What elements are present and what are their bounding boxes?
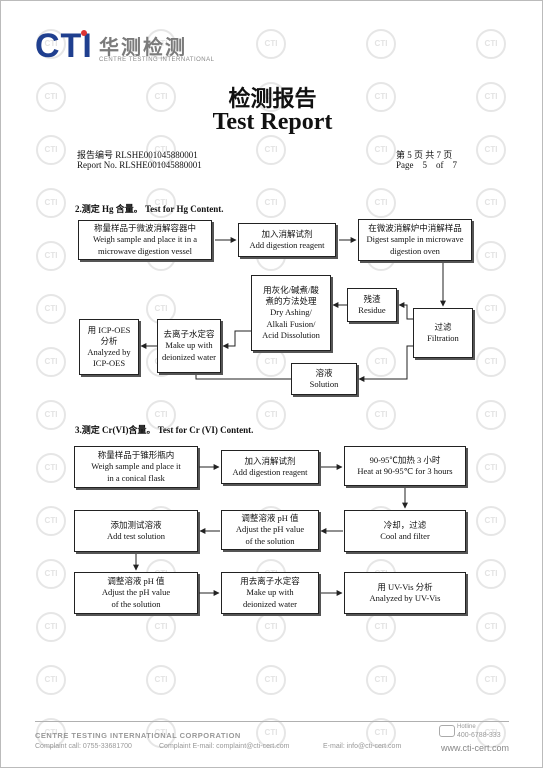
- watermark-logo: CTI: [36, 718, 66, 748]
- watermark-logo: CTI: [476, 188, 506, 218]
- watermark-logo: CTI: [146, 135, 176, 165]
- watermark-logo: CTI: [36, 347, 66, 377]
- watermark-logo: CTI: [476, 612, 506, 642]
- watermark-logo: CTI: [36, 188, 66, 218]
- watermark-logo: CTI: [476, 453, 506, 483]
- report-number-en: Report No. RLSHE001045880001: [77, 160, 202, 170]
- watermark-logo: CTI: [36, 453, 66, 483]
- watermark-logo: CTI: [36, 135, 66, 165]
- phone-icon: [439, 725, 455, 737]
- watermark-logo: CTI: [146, 400, 176, 430]
- watermark-logo: CTI: [36, 665, 66, 695]
- logo-name-cn: 华测检测: [99, 35, 187, 59]
- footer-complaint-email: Complaint E-mail: complaint@cti-cert.com: [159, 743, 290, 750]
- watermark-logo: CTI: [36, 559, 66, 589]
- watermark-logo: CTI: [366, 29, 396, 59]
- logo-name-en: CENTRE TESTING INTERNATIONAL: [99, 57, 215, 63]
- watermark-logo: CTI: [366, 718, 396, 748]
- section-hg-heading: 2.测定 Hg 含量。 Test for Hg Content.: [75, 204, 224, 214]
- watermark-logo: CTI: [366, 82, 396, 112]
- watermark-logo: CTI: [476, 347, 506, 377]
- watermark-logo: CTI: [146, 665, 176, 695]
- watermark-logo: CTI: [476, 506, 506, 536]
- watermark-logo: CTI: [366, 135, 396, 165]
- footer-divider: [35, 721, 509, 722]
- footer-website: www.cti-cert.com: [441, 743, 510, 753]
- hg-arrow-8: [222, 330, 251, 349]
- watermark-logo: CTI: [256, 82, 286, 112]
- footer-company: CENTRE TESTING INTERNATIONAL CORPORATION: [35, 731, 241, 740]
- watermark-logo: CTI: [256, 188, 286, 218]
- watermark-logo: CTI: [256, 665, 286, 695]
- report-number-cn: 报告编号 RLSHE001045880001: [77, 150, 198, 160]
- watermark-logo: CTI: [366, 665, 396, 695]
- watermark-logo: CTI: [36, 29, 66, 59]
- footer-complaint-call: Complaint call: 0755-33681700: [35, 743, 132, 750]
- footer-hotline: 400-6788-333: [457, 732, 501, 739]
- watermark-logo: CTI: [256, 135, 286, 165]
- watermark-logo: CTI: [366, 400, 396, 430]
- watermark-logo: CTI: [256, 29, 286, 59]
- watermark-logo: CTI: [36, 82, 66, 112]
- watermark-logo: CTI: [476, 294, 506, 324]
- footer-hotline-label: Hotline: [457, 724, 476, 730]
- watermark-logo: CTI: [476, 82, 506, 112]
- watermark-logo: CTI: [36, 612, 66, 642]
- footer-email: E-mail: info@cti-cert.com: [323, 743, 402, 750]
- hg-arrow-6: [358, 345, 413, 382]
- watermark-logo: CTI: [146, 29, 176, 59]
- section-cr-heading: 3.测定 Cr(VI)含量。 Test for Cr (VI) Content.: [75, 425, 254, 435]
- watermark-logo: CTI: [36, 506, 66, 536]
- watermark-logo: CTI: [146, 188, 176, 218]
- watermark-logo: CTI: [476, 135, 506, 165]
- watermark-logo: CTI: [146, 718, 176, 748]
- page-number-cn: 第 5 页 共 7 页: [396, 150, 453, 160]
- page-number-en: Page 5 of 7: [396, 160, 457, 170]
- watermark-logo: CTI: [146, 82, 176, 112]
- watermark-logo: CTI: [36, 241, 66, 271]
- report-title-cn: 检测报告: [228, 87, 317, 112]
- watermark-logo: CTI: [476, 29, 506, 59]
- hg-arrow-7: [195, 375, 291, 380]
- report-title-en: Test Report: [212, 109, 333, 135]
- watermark-logo: CTI: [476, 400, 506, 430]
- watermark-logo: CTI: [476, 665, 506, 695]
- watermark-logo: CTI: [366, 188, 396, 218]
- watermark-logo: CTI: [476, 241, 506, 271]
- watermark-logo: CTI: [366, 347, 396, 377]
- watermark-logo: CTI: [476, 559, 506, 589]
- watermark-logo: CTI: [256, 718, 286, 748]
- logo-dot: [81, 30, 87, 36]
- watermark-logo: CTI: [476, 718, 506, 748]
- watermark-logo: CTI: [36, 294, 66, 324]
- hg-arrow-4: [398, 302, 413, 320]
- watermark-logo: CTI: [256, 400, 286, 430]
- watermark-logo: CTI: [36, 400, 66, 430]
